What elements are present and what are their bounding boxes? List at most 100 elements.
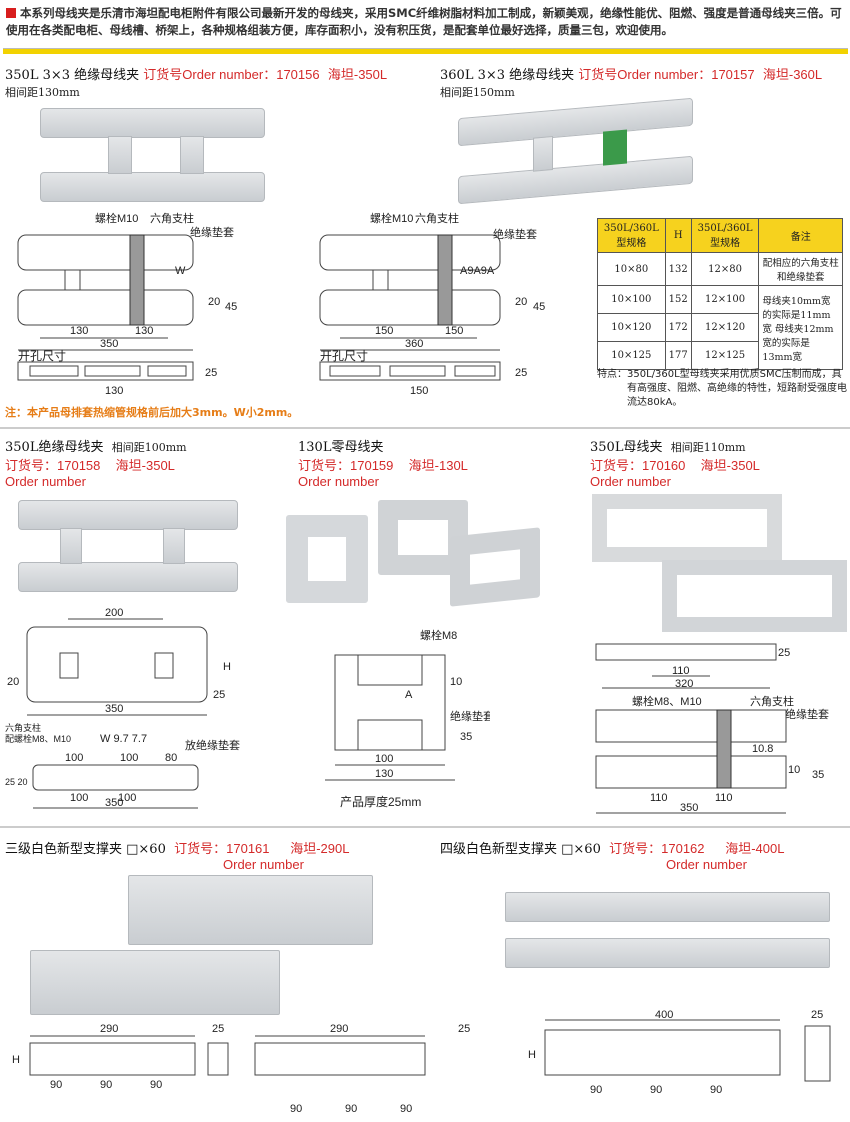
dim-25-b: 25 bbox=[458, 1023, 470, 1035]
p5-labels-d10: 10 bbox=[788, 764, 800, 776]
p4-labels-d100: 100 bbox=[375, 753, 393, 765]
table-rows-3-0: 10×125 bbox=[597, 341, 666, 370]
table-features_label: 特点： bbox=[597, 369, 627, 380]
product-photo-130l-b bbox=[378, 500, 468, 575]
table-features: 350L/360L型母线夹采用优质SMC压制而成，具有高强度、阻燃、高绝缘的特性… bbox=[627, 369, 847, 408]
p3-labels-t100b: 100 bbox=[120, 752, 138, 764]
p6-brand: 海坦-290L bbox=[290, 841, 350, 856]
dim-130a: 130 bbox=[70, 325, 88, 337]
label-a9a9a: A9A9A bbox=[460, 265, 495, 277]
p6-labels-n-3: 90 bbox=[290, 1103, 302, 1115]
dim-hole-pitch: 130 bbox=[105, 385, 123, 397]
p7-labels-h25: 25 bbox=[811, 1009, 823, 1021]
p6-labels-n-5: 90 bbox=[400, 1103, 412, 1115]
p3-labels-s2520: 25 20 bbox=[5, 777, 28, 787]
product-130l-header: 130L零母线夹 订货号：170159 海坦-130L Order number bbox=[298, 436, 468, 489]
p5-order_en: Order number bbox=[590, 474, 671, 489]
product-400l-header: 四级白色新型支撑夹 □×60 订货号：170162 海坦-400L Order … bbox=[440, 838, 784, 872]
col-header: H bbox=[664, 218, 692, 253]
product-350l-c-header: 350L母线夹 相间距110mm 订货号：170160 海坦-350L Orde… bbox=[590, 436, 760, 489]
p5-labels-total: 350 bbox=[680, 802, 698, 814]
hole-diagram-350l: 25 130 bbox=[17, 361, 217, 397]
product-title: 360L 3×3 绝缘母线夹 bbox=[440, 68, 575, 83]
label-bolt: 螺栓M10 bbox=[95, 211, 138, 225]
product-350l-b-header: 350L绝缘母线夹 相间距100mm 订货号：170158 海坦-350L Or… bbox=[5, 436, 187, 489]
p5-labels-b110a: 110 bbox=[650, 792, 668, 804]
dim-150a: 150 bbox=[375, 325, 393, 337]
p5-title: 350L母线夹 bbox=[590, 440, 663, 455]
p4-labels-bolt: 螺栓M8 bbox=[420, 628, 457, 642]
p5-spacing: 相间距110mm bbox=[670, 441, 746, 454]
p5-labels-h25: 25 bbox=[778, 647, 790, 659]
dim-20: 20 bbox=[515, 296, 527, 308]
product-photo-400l-b bbox=[505, 938, 830, 968]
p6-labels-d290a: 290 bbox=[100, 1023, 118, 1035]
product-title: 350L 3×3 绝缘母线夹 bbox=[5, 68, 140, 83]
label-hex-post: 六角支柱 bbox=[415, 211, 459, 225]
product-350l-header: 350L 3×3 绝缘母线夹 订货号Order number：170156 海坦… bbox=[5, 64, 387, 83]
label-hole-size: 开孔尺寸 bbox=[320, 349, 368, 363]
section-divider bbox=[0, 427, 850, 429]
p3-labels-d25: 25 bbox=[213, 689, 225, 701]
model-code: 海坦-360L bbox=[762, 67, 823, 82]
product-360l-header: 360L 3×3 绝缘母线夹 订货号Order number：170157 海坦… bbox=[440, 64, 822, 83]
p7-brand: 海坦-400L bbox=[725, 841, 785, 856]
dim-25: 25 bbox=[205, 367, 217, 379]
product-photo-360l bbox=[458, 97, 693, 205]
p5-labels-insul: 绝缘垫套 bbox=[785, 707, 829, 721]
p7-labels-d400: 400 bbox=[655, 1009, 673, 1021]
p3-labels-total2: 350 bbox=[105, 797, 123, 809]
label-hole-size: 开孔尺寸 bbox=[18, 349, 66, 363]
p6-labels-H: H bbox=[12, 1054, 20, 1066]
p6-order_en: Order number bbox=[223, 857, 304, 872]
p7-labels-n-2: 90 bbox=[710, 1084, 722, 1096]
p3-order_en: Order number bbox=[5, 474, 86, 489]
p7-labels-H: H bbox=[528, 1049, 536, 1061]
col-header: 350L/360L 型规格 bbox=[690, 218, 760, 253]
label-bolt: 螺栓M10 bbox=[370, 211, 413, 225]
p3-title: 350L绝缘母线夹 bbox=[5, 440, 104, 455]
table-rows-0-1: 132 bbox=[664, 252, 692, 286]
p6-labels-n-0: 90 bbox=[50, 1079, 62, 1091]
product-photo-290l-a bbox=[128, 875, 373, 945]
order-number: 订货号Order number：170157 bbox=[578, 67, 755, 82]
label-insulation-sleeve: 绝缘垫套 bbox=[493, 227, 537, 241]
product-photo-350l-b bbox=[18, 500, 238, 595]
p5-labels-b110b: 110 bbox=[715, 792, 733, 804]
p6-labels-h25a: 25 bbox=[212, 1023, 224, 1035]
product-photo-350l bbox=[40, 108, 265, 202]
p7-labels-n-0: 90 bbox=[590, 1084, 602, 1096]
col-header: 备注 bbox=[758, 218, 843, 253]
p4-brand: 海坦-130L bbox=[408, 458, 468, 473]
p3-labels-d200: 200 bbox=[105, 607, 123, 619]
dim-350: 350 bbox=[100, 338, 118, 350]
label-hex-post: 六角支柱 bbox=[150, 211, 194, 225]
p6-labels-h25b: 25 bbox=[458, 1023, 470, 1035]
p3-labels-total: 350 bbox=[105, 703, 123, 715]
header-divider bbox=[3, 48, 848, 54]
p4-order_en: Order number bbox=[298, 474, 379, 489]
dim-150b: 150 bbox=[445, 325, 463, 337]
p6-labels-n-4: 90 bbox=[345, 1103, 357, 1115]
product-photo-350l-c1 bbox=[592, 494, 782, 562]
dim-130b: 130 bbox=[135, 325, 153, 337]
p5-labels-hex: 六角支柱 bbox=[750, 694, 794, 708]
section-divider bbox=[0, 826, 850, 828]
col-header: 350L/360L 型规格 bbox=[597, 218, 666, 253]
p4-labels-thickness: 产品厚度25mm bbox=[340, 794, 421, 809]
bullet-icon bbox=[6, 8, 16, 18]
p6-title: 三级白色新型支撑夹 □×60 bbox=[5, 842, 166, 857]
p3-order: 订货号：170158 bbox=[5, 458, 101, 473]
p3-labels-w: W 9.7 7.7 bbox=[100, 733, 147, 745]
p6-order: 订货号：170161 bbox=[174, 841, 270, 856]
p4-order: 订货号：170159 bbox=[298, 458, 394, 473]
table-rows-2-2: 12×120 bbox=[690, 313, 760, 342]
table-rows-0-2: 12×80 bbox=[690, 252, 760, 286]
p6-labels-n-1: 90 bbox=[100, 1079, 112, 1091]
